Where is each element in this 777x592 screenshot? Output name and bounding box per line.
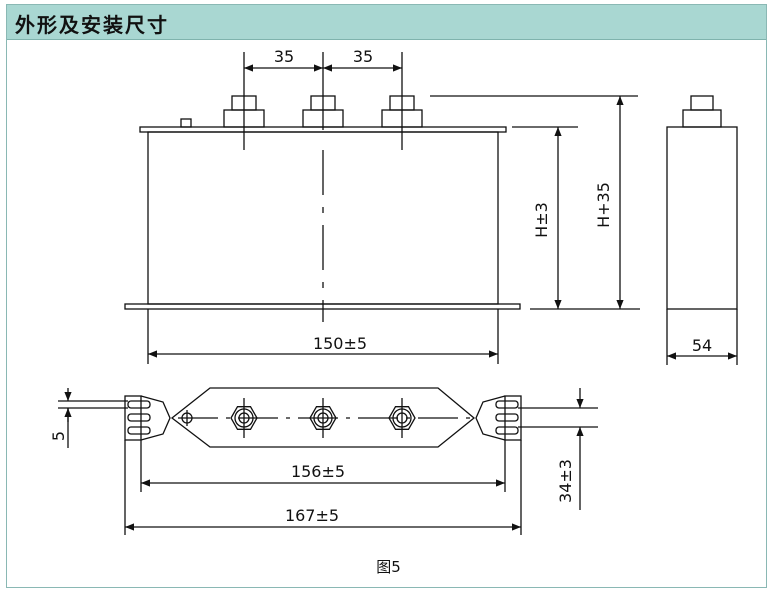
total-height-label: H+35 <box>594 182 613 228</box>
terminal-top-right <box>388 398 416 438</box>
mount-inner-label: 156±5 <box>291 462 345 481</box>
mount-outer-label: 167±5 <box>285 506 339 525</box>
mounting-tab-right <box>475 395 522 441</box>
terminal-top-left <box>230 398 258 438</box>
slot-width-label: 5 <box>49 431 68 441</box>
figure-caption: 图5 <box>376 558 401 576</box>
base-plate <box>170 387 476 448</box>
height-label: H±3 <box>532 202 551 238</box>
width-label: 150±5 <box>313 334 367 353</box>
vent-plug <box>180 118 192 128</box>
side-body <box>666 126 738 310</box>
terminal-top-middle <box>309 398 337 438</box>
mount-depth-label: 34±3 <box>556 459 575 503</box>
section-title: 外形及安装尺寸 <box>15 13 169 37</box>
mounting-tab-left <box>124 395 171 441</box>
side-view <box>666 95 738 365</box>
section-header: 外形及安装尺寸 <box>7 5 766 40</box>
front-view <box>124 52 640 364</box>
bottom-view <box>58 387 598 535</box>
figure-frame: 外形及安装尺寸 <box>6 4 767 588</box>
depth-label: 54 <box>692 336 712 355</box>
pitch-label-left: 35 <box>274 47 294 66</box>
pitch-label-right: 35 <box>353 47 373 66</box>
